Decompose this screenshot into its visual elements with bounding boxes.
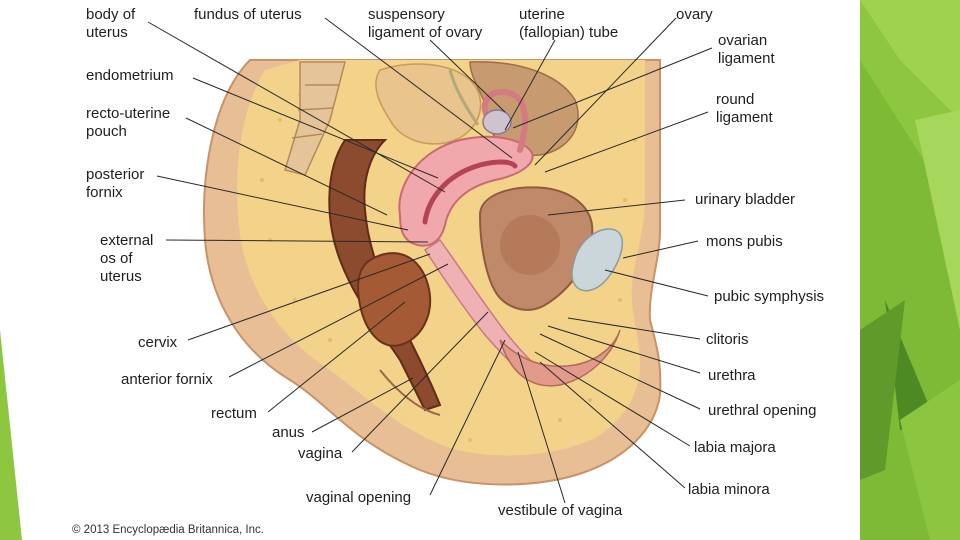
label-vagina: vagina [298,445,343,462]
label-urinary-bladder: urinary bladder [695,191,796,208]
label-ovarian-ligament: ovarian ligament [718,32,775,67]
label-uterine-tube: uterine (fallopian) tube [519,6,619,41]
label-cervix: cervix [138,334,178,351]
label-anterior-fornix: anterior fornix [121,371,213,388]
label-ovary: ovary [676,6,713,23]
label-vestibule-of-vagina: vestibule of vagina [498,502,623,519]
label-labia-majora: labia majora [694,439,776,456]
label-posterior-fornix: posterior fornix [86,166,145,201]
label-anus: anus [272,424,305,441]
label-mons-pubis: mons pubis [706,233,783,250]
label-external-os-of-uterus: external os of uterus [100,232,154,285]
label-pubic-symphysis: pubic symphysis [714,288,825,305]
label-endometrium: endometrium [86,67,174,84]
right-accent-panel [860,0,960,540]
label-fundus-of-uterus: fundus of uterus [194,6,302,23]
label-body-of-uterus: body of uterus [86,6,136,41]
label-clitoris: clitoris [706,331,749,348]
label-rectum: rectum [211,405,257,422]
label-recto-uterine-pouch: recto-uterine pouch [86,105,171,140]
leader-lines [147,17,713,504]
label-vaginal-opening: vaginal opening [306,489,412,506]
copyright-notice: © 2013 Encyclopædia Britannica, Inc. [72,524,264,536]
label-urethral-opening: urethral opening [708,402,817,419]
left-accent-shape [0,330,22,540]
label-labia-minora: labia minora [688,481,770,498]
label-round-ligament: round ligament [716,91,773,126]
label-suspensory-ligament-of-ovary: suspensory ligament of ovary [368,6,483,41]
label-urethra: urethra [708,367,756,384]
